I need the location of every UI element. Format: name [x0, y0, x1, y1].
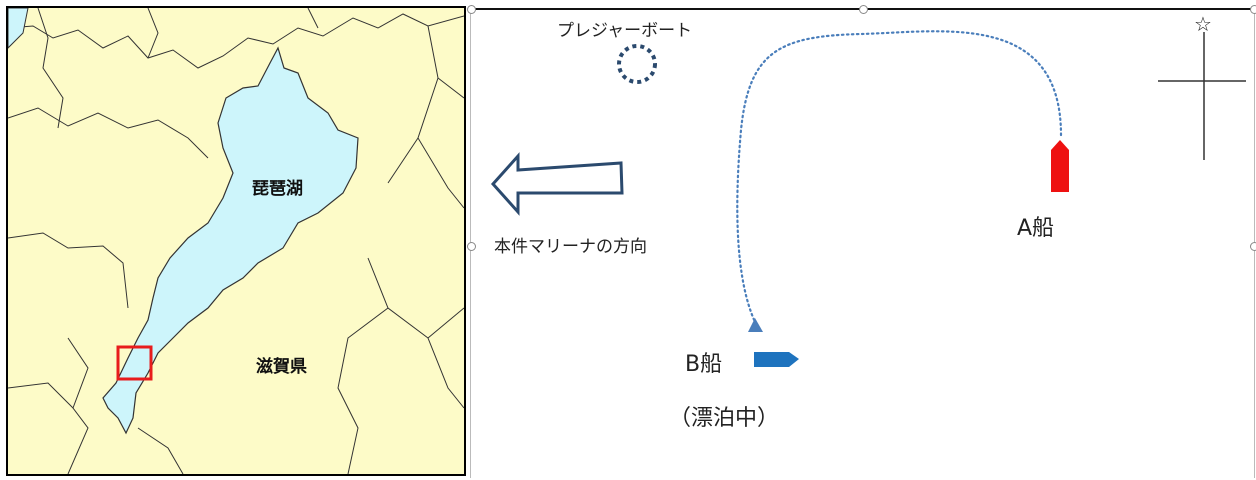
- map-graphic: [8, 8, 464, 474]
- resize-handle-top-middle[interactable]: [859, 5, 868, 14]
- resize-handle-top-left[interactable]: [467, 5, 476, 14]
- resize-handle-middle-left[interactable]: [467, 242, 476, 251]
- incident-diagram: プレジャーボート 本件マリーナの方向 A船 B船 （漂泊中） ☆: [467, 5, 1256, 478]
- marina-direction-arrow: [490, 152, 624, 216]
- small-water-body: [8, 8, 29, 49]
- track-arrowhead: [748, 318, 763, 332]
- ship-b-status: （漂泊中）: [669, 406, 780, 431]
- resize-handle-top-right[interactable]: [1250, 5, 1256, 14]
- ship-b-icon: [754, 352, 799, 367]
- location-map: 琵琶湖 滋賀県: [6, 6, 466, 476]
- boundary-lines: [8, 8, 464, 474]
- resize-handle-middle-right[interactable]: [1250, 242, 1256, 251]
- pleasure-boat-marker: [617, 44, 657, 84]
- highlight-box: [116, 345, 153, 381]
- ship-a-label: A船: [1017, 216, 1055, 241]
- marina-direction-label: 本件マリーナの方向: [494, 237, 647, 257]
- pleasure-boat-label: プレジャーボート: [557, 21, 693, 41]
- lake-biwa: [102, 46, 359, 435]
- ship-a-icon: [1051, 140, 1069, 192]
- north-star-icon: ☆: [1194, 12, 1212, 36]
- prefecture-label: 滋賀県: [256, 357, 307, 377]
- ship-a-track: [736, 30, 1063, 324]
- diagram-graphic: [490, 30, 1246, 367]
- ship-b-label: B船: [685, 352, 723, 377]
- lake-label: 琵琶湖: [252, 179, 303, 199]
